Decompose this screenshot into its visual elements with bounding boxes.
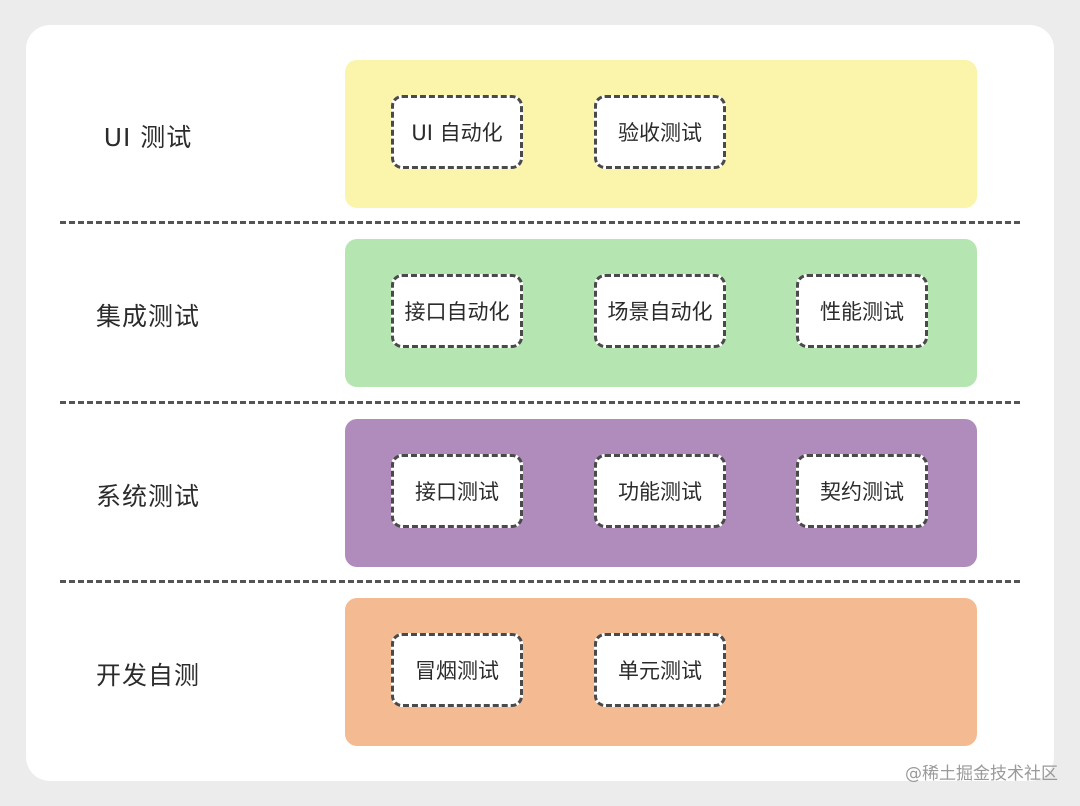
layer-label-system-test: 系统测试 <box>95 482 200 511</box>
item-scenario-automation: 场景自动化 <box>594 274 726 348</box>
item-api-automation: 接口自动化 <box>391 274 523 348</box>
layer-band-system-test: 接口测试 功能测试 契约测试 <box>345 419 977 567</box>
item-api-test: 接口测试 <box>391 454 523 528</box>
layer-band-developer-self-test: 冒烟测试 单元测试 <box>345 598 977 746</box>
layer-divider <box>60 401 1020 404</box>
item-contract-test: 契约测试 <box>796 454 928 528</box>
watermark: @稀土掘金技术社区 <box>905 764 1058 784</box>
item-smoke-test: 冒烟测试 <box>391 633 523 707</box>
layer-band-ui-test: UI 自动化 验收测试 <box>345 60 977 208</box>
layer-label-integration-test: 集成测试 <box>95 302 200 331</box>
layer-divider <box>60 221 1020 224</box>
layer-band-integration-test: 接口自动化 场景自动化 性能测试 <box>345 239 977 387</box>
layer-divider <box>60 580 1020 583</box>
item-acceptance-test: 验收测试 <box>594 95 726 169</box>
layer-label-developer-self-test: 开发自测 <box>95 661 200 690</box>
item-ui-automation: UI 自动化 <box>391 95 523 169</box>
item-performance-test: 性能测试 <box>796 274 928 348</box>
item-functional-test: 功能测试 <box>594 454 726 528</box>
layer-label-ui-test: UI 测试 <box>103 123 193 152</box>
item-unit-test: 单元测试 <box>594 633 726 707</box>
